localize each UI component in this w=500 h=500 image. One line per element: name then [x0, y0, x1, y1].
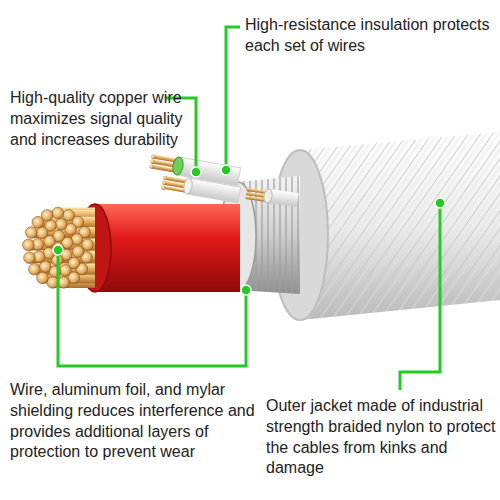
leader-dots [53, 165, 445, 295]
copper-strand-end [25, 227, 37, 239]
copper-strand-end [39, 261, 51, 273]
callout-text: High-resistance insulation protects each… [245, 15, 490, 57]
small-wire [245, 186, 298, 207]
leader-lines [58, 27, 440, 390]
cable-part [161, 185, 166, 190]
cable-part [162, 180, 167, 185]
callout-text: Wire, aluminum foil, and mylar shielding… [10, 380, 265, 463]
copper-strand-end [52, 207, 64, 219]
copper-strand-end [37, 272, 49, 284]
braid-texture [300, 132, 500, 320]
small-wire [161, 174, 241, 204]
copper-strand-end [23, 239, 35, 251]
leader-dot [435, 198, 445, 208]
leader-dot [53, 245, 63, 255]
copper-strand-end [60, 265, 72, 277]
cable-part [150, 159, 155, 164]
leader-line [58, 250, 246, 366]
copper-strand-end [82, 239, 94, 251]
leader-dot [221, 165, 231, 175]
copper-strand-end [58, 277, 70, 289]
leader-line [400, 205, 440, 390]
cable-part [163, 175, 168, 180]
copper-strand-end [55, 218, 67, 230]
cable-part [149, 164, 154, 169]
leader-dot [241, 285, 251, 295]
leader-line [226, 27, 240, 168]
cable-part [183, 177, 194, 194]
copper-strand-end [24, 252, 36, 264]
copper-strand-end [72, 246, 84, 258]
copper-strand-end [32, 216, 44, 228]
callout-text: High-quality copper wire maximizes signa… [10, 88, 188, 150]
copper-strand-end [36, 227, 48, 239]
red-insulation [95, 204, 240, 292]
copper-strand-end [29, 263, 41, 275]
cable-part [172, 156, 185, 175]
cable-part [187, 178, 241, 203]
cable-part [263, 189, 273, 204]
leader-dot [191, 167, 201, 177]
callout-text: Outer jacket made of industrial strength… [266, 396, 496, 479]
outer-jacket [300, 132, 500, 320]
cable-part [151, 154, 156, 159]
